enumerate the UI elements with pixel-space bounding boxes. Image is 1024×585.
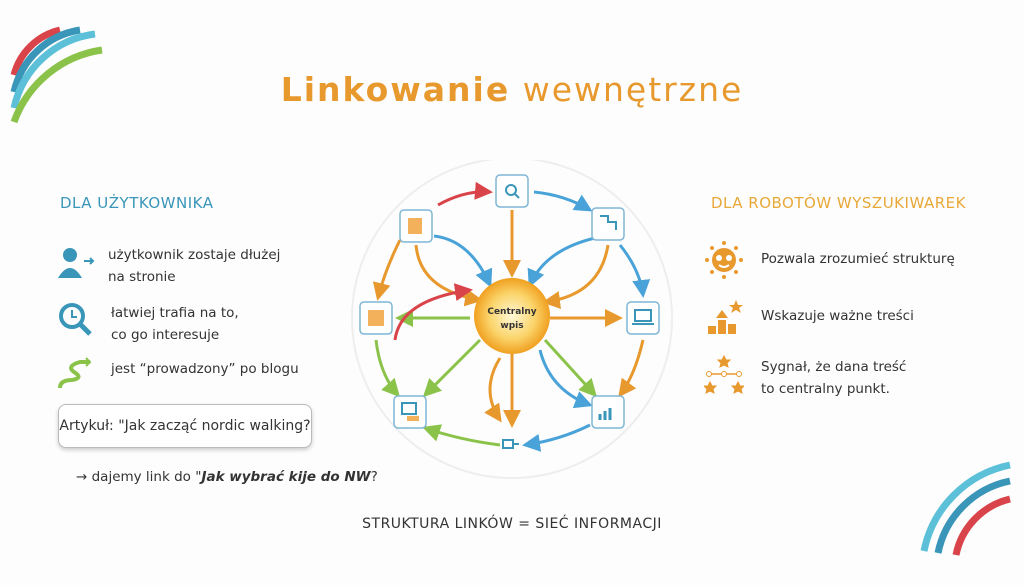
flowchart-icon bbox=[600, 215, 617, 230]
node-icons bbox=[368, 184, 654, 449]
robot-gear-icon bbox=[705, 241, 743, 279]
search-clock-icon bbox=[59, 303, 92, 336]
slide-title: Linkowanie wewnętrzne bbox=[0, 70, 1024, 109]
winding-path-icon bbox=[58, 357, 92, 389]
node-chart bbox=[591, 395, 625, 429]
computer-icon bbox=[401, 402, 417, 415]
article-box: Artykuł: "Jak zacząć nordic walking? bbox=[58, 404, 312, 448]
robots-heading: DLA ROBOTÓW WYSZUKIWAREK bbox=[711, 194, 966, 212]
central-post-node bbox=[474, 278, 550, 354]
corner-arcs-top-left bbox=[10, 26, 103, 124]
laptop-icon bbox=[634, 309, 652, 322]
growth-star-icon bbox=[708, 300, 743, 334]
user-heading: DLA UŻYTKOWNIKA bbox=[60, 194, 214, 212]
globe-outline bbox=[351, 160, 673, 479]
robots-item-2: Wskazuje ważne treści bbox=[761, 308, 914, 324]
user-item-2: łatwiej trafia na to,co go interesuje bbox=[111, 305, 239, 343]
link-network-diagram: Centralny wpis bbox=[351, 160, 673, 479]
node-laptop bbox=[626, 301, 660, 335]
node-flowchart bbox=[591, 207, 625, 241]
corner-arcs-bottom-right bbox=[920, 461, 1011, 556]
title-rest: wewnętrzne bbox=[522, 70, 744, 109]
link-out-icon bbox=[502, 439, 519, 449]
node-search bbox=[495, 174, 529, 208]
footer-caption: STRUKTURA LINKÓW = SIEĆ INFORMACJI bbox=[362, 516, 662, 532]
center-label-1: Centralny bbox=[487, 307, 536, 317]
title-bold: Linkowanie bbox=[280, 70, 511, 109]
user-arrow-icon bbox=[58, 248, 95, 278]
chart-icon bbox=[598, 408, 612, 420]
user-item-3: jest “prowadzony” po blogu bbox=[111, 361, 299, 377]
link-example: → dajemy link do "Jak wybrać kije do NW? bbox=[76, 469, 378, 485]
link-arrows bbox=[372, 181, 651, 452]
robots-item-1: Pozwala zrozumieć strukturę bbox=[761, 251, 955, 267]
document-icon bbox=[408, 218, 422, 234]
network-stars-icon bbox=[704, 354, 744, 394]
search-icon bbox=[505, 184, 517, 196]
calendar-icon bbox=[368, 310, 384, 326]
node-computer bbox=[393, 395, 427, 429]
center-label-2: wpis bbox=[500, 321, 523, 331]
